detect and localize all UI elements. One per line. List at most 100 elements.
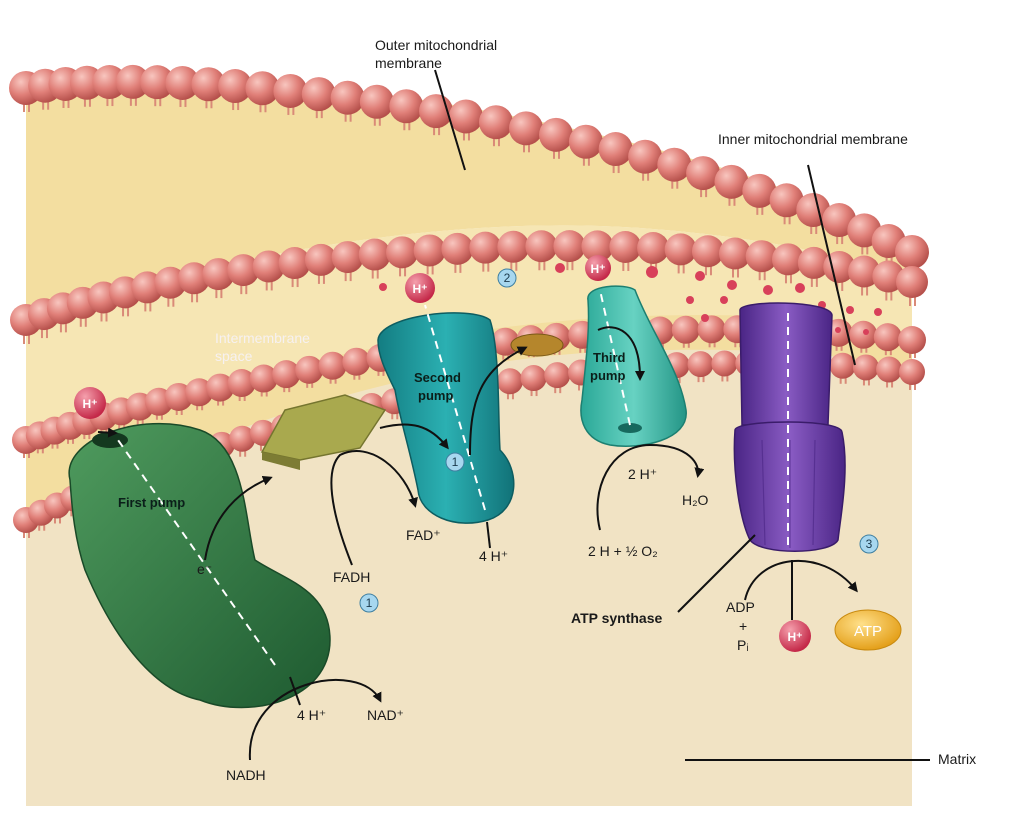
- lipid-head: [227, 254, 260, 287]
- lipid-head: [609, 230, 642, 263]
- lipid-head: [520, 365, 547, 392]
- lipid-head: [318, 351, 347, 380]
- lipid-head: [249, 364, 278, 393]
- second-pump-label-line2: pump: [418, 388, 453, 403]
- lipid-head: [852, 354, 879, 381]
- outer-membrane-heads-top: [9, 64, 929, 276]
- lipid-head: [497, 230, 530, 263]
- third-pump-label-line1: Third: [593, 350, 626, 365]
- first-pump: [68, 422, 331, 709]
- first-pump-label: First pump: [118, 495, 185, 510]
- nadh-label: NADH: [226, 767, 266, 783]
- step-badge: 3: [859, 534, 879, 554]
- lipid-head: [304, 243, 337, 276]
- lipid-head: [441, 232, 474, 265]
- lipid-head: [206, 373, 235, 402]
- lipid-head: [664, 233, 697, 266]
- second-pump-label-line1: Second: [414, 370, 461, 385]
- lipid-head: [598, 132, 633, 167]
- lipid-head: [245, 71, 280, 106]
- step-badge-label: 3: [866, 537, 873, 551]
- lipid-head: [252, 250, 285, 283]
- h-ion-label: H⁺: [591, 262, 606, 276]
- lipid-head: [797, 246, 830, 279]
- h-ion-first: H⁺: [74, 387, 106, 419]
- lipid-head: [295, 355, 324, 384]
- lipid-head: [227, 369, 256, 398]
- step-badge-label: 1: [366, 596, 373, 610]
- lipid-head: [115, 64, 150, 99]
- lipid-head: [896, 266, 928, 298]
- lipid-head: [496, 368, 523, 395]
- lipid-head: [671, 315, 700, 344]
- atp-synthase: [733, 302, 846, 552]
- lipid-head: [301, 77, 336, 112]
- inner-membrane-label: Inner mitochondrial membrane: [718, 131, 908, 147]
- lipid-head: [218, 69, 253, 104]
- lipid-head: [358, 238, 391, 271]
- lipid-head: [413, 234, 446, 267]
- water-label: H₂O: [682, 492, 709, 508]
- four-h-second-label: 4 H⁺: [479, 548, 508, 564]
- intermembrane-space-label-line1: Intermembrane: [215, 330, 310, 346]
- lipid-head: [386, 236, 419, 269]
- lipid-head: [718, 237, 751, 270]
- lipid-head: [154, 266, 187, 299]
- lipid-head: [140, 65, 175, 100]
- lipid-head: [581, 230, 614, 263]
- lipid-head: [568, 124, 603, 159]
- fadh-label: FADH: [333, 569, 370, 585]
- adp-label: ADP: [726, 599, 755, 615]
- lipid-head: [165, 65, 200, 100]
- lipid-head: [745, 240, 778, 273]
- lipid-head: [849, 320, 878, 349]
- h-ion-second: H⁺: [405, 273, 435, 303]
- lipid-head: [331, 241, 364, 274]
- lipid-head: [697, 315, 726, 344]
- outer-membrane-heads-bottom: [10, 230, 928, 344]
- intermembrane-space-region: [26, 225, 912, 470]
- lipid-head: [272, 360, 301, 389]
- lipid-head: [202, 258, 235, 291]
- step-badge: 1: [445, 452, 465, 472]
- lipid-head: [873, 323, 902, 352]
- lipid-head: [796, 193, 831, 228]
- lipid-head: [185, 378, 214, 407]
- h-ion-label: H⁺: [413, 282, 428, 296]
- outer-membrane-label-line2: membrane: [375, 55, 442, 71]
- lipid-head: [92, 65, 127, 100]
- lipid-head: [178, 262, 211, 295]
- lipid-head: [478, 105, 513, 140]
- lipid-head: [553, 230, 586, 263]
- proton-paths: [117, 289, 789, 666]
- lipid-head: [657, 147, 692, 182]
- lipid-head: [342, 347, 371, 376]
- intermembrane-space-label-line2: space: [215, 348, 253, 364]
- lipid-head: [848, 255, 881, 288]
- fad-carrier: [260, 394, 387, 470]
- plus-label: +: [739, 618, 747, 634]
- h-ion-label: H⁺: [788, 630, 803, 644]
- step-badge: 2: [497, 268, 517, 288]
- third-pump-label-line2: pump: [590, 368, 625, 383]
- lipid-head: [229, 425, 256, 452]
- lipid-head: [628, 139, 663, 174]
- lipid-head: [769, 183, 804, 218]
- step-badge-label: 2: [504, 271, 511, 285]
- h-ion-label: H⁺: [83, 397, 98, 411]
- lipid-head: [509, 111, 544, 146]
- lipid-head: [898, 326, 926, 354]
- fad-plus-label: FAD⁺: [406, 527, 441, 543]
- lipid-head: [714, 164, 749, 199]
- lipid-head: [691, 235, 724, 268]
- lipid-head: [469, 231, 502, 264]
- lipid-head: [742, 173, 777, 208]
- h-ion-third: H⁺: [585, 255, 611, 281]
- two-h-third-label: 2 H⁺: [628, 466, 657, 482]
- lipid-head: [278, 247, 311, 280]
- pi-label: Pᵢ: [737, 637, 749, 653]
- lipid-head: [711, 350, 738, 377]
- atp-badge: ATP: [834, 609, 902, 651]
- oxygen-reactants-label: 2 H + ½ O₂: [588, 543, 658, 559]
